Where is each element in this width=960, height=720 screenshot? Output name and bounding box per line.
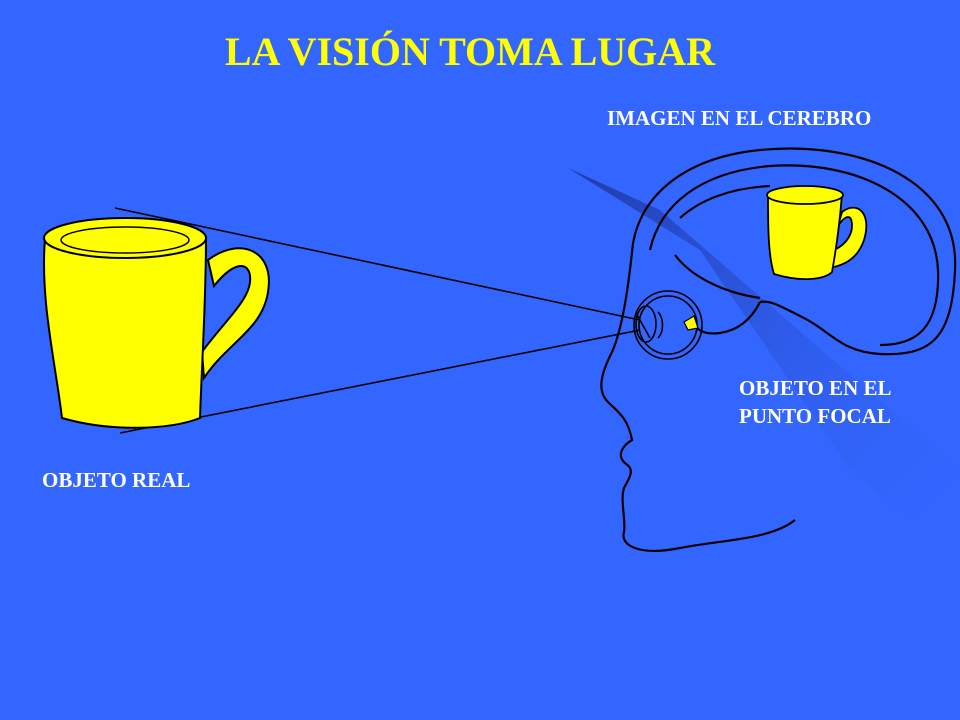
brain-image-label: IMAGEN EN EL CEREBRO bbox=[607, 106, 872, 130]
sight-lines bbox=[114, 207, 641, 434]
focal-image-icon bbox=[683, 315, 699, 331]
upper-sight-line bbox=[114, 207, 641, 321]
slide-title: LA VISIÓN TOMA LUGAR bbox=[224, 29, 716, 74]
focal-point-label: OBJETO EN EL PUNTO FOCAL bbox=[739, 374, 892, 430]
eye-icon bbox=[633, 290, 703, 360]
shadow-beam bbox=[568, 168, 960, 560]
real-object-label: OBJETO REAL bbox=[42, 468, 191, 492]
focal-point-label-line1: OBJETO EN EL bbox=[739, 376, 892, 400]
lower-sight-line bbox=[119, 329, 641, 434]
brain-mug-icon bbox=[766, 185, 868, 280]
focal-point-label-line2: PUNTO FOCAL bbox=[739, 404, 891, 428]
real-mug-icon bbox=[43, 217, 270, 429]
